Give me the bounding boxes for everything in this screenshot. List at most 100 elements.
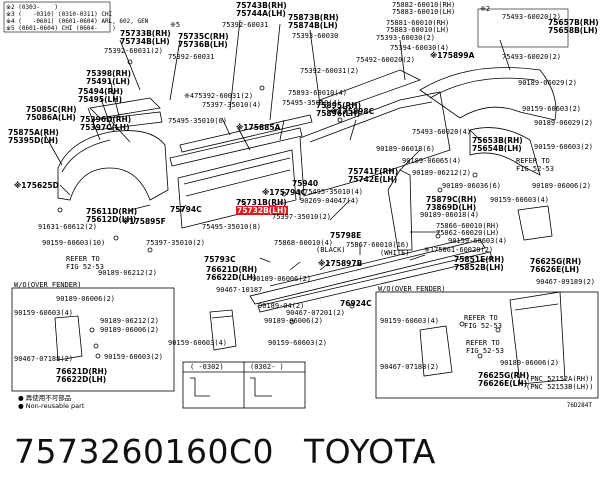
inset-left-item[interactable]: 90159-60603(2) [104,353,164,361]
part-label[interactable]: 75896(LH) [316,109,361,118]
part-label[interactable]: 90159-60603(4) [490,196,550,204]
part-label[interactable]: 90189-04(2) [258,302,305,310]
part-label[interactable]: 75493-60020(2) [502,13,562,21]
part-label[interactable]: 75495-35010(4) [304,188,364,196]
part-label[interactable]: 75873B(RH) [288,13,339,22]
part-label[interactable]: 90189-06018(4) [420,211,480,219]
part-label[interactable]: 75392-60031 [222,21,269,29]
part-label[interactable]: 75868-60010(4) [274,239,334,247]
part-label[interactable]: 75397-35010(2) [146,239,206,247]
part-label[interactable]: 75393-60030(2) [376,34,436,42]
inset-left-item[interactable]: 90467-07188(2) [14,355,74,363]
part-label[interactable]: 90189-06212(2) [98,269,158,277]
part-label[interactable]: 75940 [292,179,319,188]
part-label[interactable]: ※175897B [318,259,363,268]
part-label[interactable]: 90159-60603(4) [448,237,508,245]
part-label[interactable]: 75397-35010(4) [202,101,262,109]
inset-right-item[interactable]: 76626E(LH) [478,379,528,388]
part-label[interactable]: 90159-60603(4) [168,339,228,347]
part-label[interactable]: 75493-60020(4) [412,128,472,136]
part-label[interactable]: 75653B(RH) [472,136,523,145]
part-label[interactable]: 90189-06006(2) [252,275,312,283]
part-label[interactable]: 90189-06212(2) [412,169,472,177]
part-label[interactable]: 75494(RH) [78,87,123,96]
part-label[interactable]: 91631-60612(2) [38,223,98,231]
part-label[interactable]: ※175898C [330,107,375,116]
inset-left-item[interactable]: 76622D(LH) [56,375,107,384]
part-label[interactable]: 75495-35010(6) [168,117,228,125]
part-label[interactable]: ※475392-60031(2) [184,92,254,100]
part-label[interactable]: 75654B(LH) [472,144,522,153]
part-label[interactable]: 76924C [340,299,372,308]
part-label[interactable]: 75493-60020(2) [502,53,562,61]
part-label[interactable]: 75851E(RH) [454,255,505,264]
part-label[interactable]: 75392-60031 [168,53,215,61]
part-label[interactable]: 75492-60020(2) [356,56,416,64]
part-label[interactable]: 75734B(LH) [120,37,170,46]
inset-right-item[interactable]: 90159-60603(4) [380,317,440,325]
part-label[interactable]: 75396D(RH) [80,115,132,124]
part-label[interactable]: 90189-06029(2) [534,119,594,127]
part-label[interactable]: 90467-09189(2) [536,278,596,286]
inset-left-item[interactable]: 90189-06212(2) [100,317,160,325]
part-label[interactable]: 75395D(LH) [8,136,59,145]
part-label[interactable]: 75862-60020(LH) [436,229,500,237]
part-label[interactable]: 75398(RH) [86,69,131,78]
highlighted-part-label[interactable]: 75732B(LH) [236,206,288,215]
part-label[interactable]: 75735C(RH) [178,32,229,41]
caption-part-number[interactable]: 7573260160C0 [14,432,274,471]
part-label[interactable]: 75658B(LH) [548,26,598,35]
inset-left-item[interactable]: 90189-06006(2) [100,326,160,334]
part-label[interactable]: 75742E(LH) [348,175,398,184]
part-label[interactable]: 90189-06006(2) [264,317,324,325]
part-label[interactable]: ※175794C [262,188,307,197]
part-label[interactable]: ※175895F [122,217,166,226]
part-label[interactable]: 90269-04047(4) [300,197,360,205]
part-label[interactable]: 75392-60031(2) [300,67,360,75]
part-label[interactable]: 75491(LH) [86,77,131,86]
part-label[interactable]: 90467-07201(2) [286,309,346,317]
inset-right-item[interactable]: 76625G(RH) [478,371,530,380]
part-label[interactable]: ※175899A [430,51,475,60]
inset-left-item[interactable]: 90159-60603(4) [14,309,74,317]
part-label[interactable]: 75085C(RH) [26,105,77,114]
part-label[interactable]: 90189-06036(6) [442,182,502,190]
part-label[interactable]: 75657B(RH) [548,18,599,27]
part-label[interactable]: 90159-60603(2) [522,105,582,113]
part-label[interactable]: 75798E [330,231,362,240]
part-label[interactable]: 75495-35010(8) [202,223,262,231]
part-label[interactable]: 73869D(LH) [426,203,477,212]
inset-left-item[interactable]: 76621D(RH) [56,367,108,376]
part-label[interactable]: 75874B(LH) [288,21,338,30]
part-label[interactable]: 75879C(RH) [426,195,477,204]
part-label[interactable]: 75883-60010(LH) [392,8,456,16]
part-label[interactable]: 75867-60010(16) [346,241,410,249]
part-label[interactable]: 75866-60010(RH) [436,222,500,230]
part-label[interactable]: 75852B(LH) [454,263,504,272]
part-label[interactable]: 75733B(RH) [120,29,171,38]
part-label[interactable]: 90467-10187 [216,286,263,294]
part-label[interactable]: 75794C [170,205,202,214]
part-label[interactable]: 90159-60603(2) [268,339,328,347]
part-label[interactable]: 75881-60010(RH) [386,19,450,27]
part-label[interactable]: 90159-60603(10) [42,239,106,247]
part-label[interactable]: 75611D(RH) [86,207,138,216]
part-label[interactable]: 75392-60031(2) [104,47,164,55]
part-label[interactable]: 75394-60030(4) [390,44,450,52]
inset-right-item[interactable]: 90467-07188(2) [380,363,440,371]
part-label[interactable]: 90159-60603(2) [534,143,594,151]
part-label[interactable]: 76621D(RH) [206,265,258,274]
part-label[interactable]: 75882-60010(RH) [392,1,456,9]
inset-left-item[interactable]: 90189-06006(2) [56,295,116,303]
part-label[interactable]: 75744A(LH) [236,9,286,18]
part-label[interactable]: 75612D(LH) [86,215,137,224]
part-label[interactable]: 76626E(LH) [530,265,580,274]
part-label[interactable]: 90189-06006(2) [532,182,592,190]
part-label[interactable]: ※175625D [14,181,59,190]
part-label[interactable]: 75883-60010(LH) [386,26,450,34]
part-label[interactable]: 75393-60030 [292,32,339,40]
part-label[interactable]: 75736B(LH) [178,40,228,49]
part-label[interactable]: ※175861-60020(2) [424,246,494,254]
part-label[interactable]: 75793C [204,255,236,264]
part-label[interactable]: 75895(RH) [316,101,361,110]
